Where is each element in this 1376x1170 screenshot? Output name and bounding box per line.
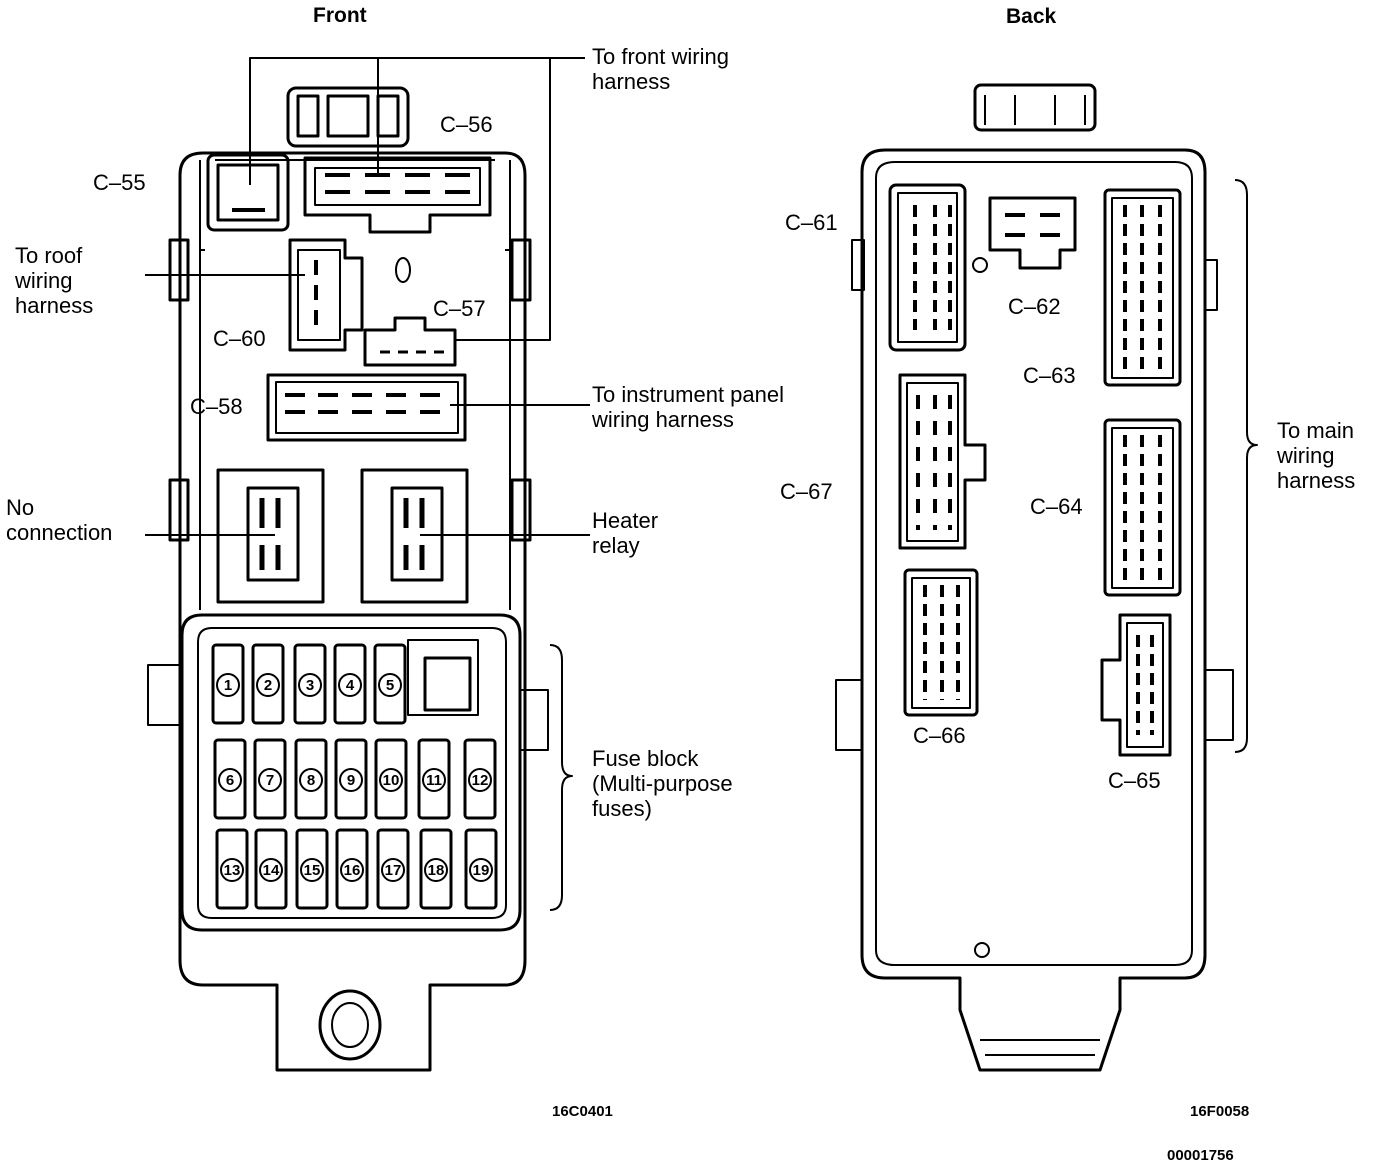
leader-lines (145, 57, 1258, 911)
label-c61: C–61 (785, 210, 838, 235)
callout-no-connection: No connection (6, 495, 113, 545)
fuse-1: 1 (211, 643, 245, 725)
fuse-number: 13 (224, 862, 241, 879)
back-housing (835, 83, 1234, 1072)
fuse-number: 19 (473, 862, 490, 879)
back-connector-c65 (1100, 613, 1172, 757)
front-housing (168, 86, 532, 1072)
fuse-15: 15 (295, 828, 329, 910)
label-c55: C–55 (93, 170, 146, 195)
fuse-8: 8 (294, 738, 328, 820)
fuse-number: 6 (226, 772, 234, 789)
fuse-10: 10 (374, 738, 408, 820)
fuse-19: 19 (464, 828, 498, 910)
front-code: 16C0401 (552, 1103, 613, 1120)
fuse-number: 5 (386, 677, 394, 694)
callout-front-harness: To front wiring harness (592, 44, 729, 94)
back-code: 16F0058 (1190, 1103, 1250, 1120)
fuse-number: 7 (266, 772, 274, 789)
label-c57: C–57 (433, 296, 486, 321)
callout-instrument-harness: To instrument panel wiring harness (592, 382, 784, 432)
fuse-7: 7 (253, 738, 287, 820)
fuse-4: 4 (333, 643, 367, 725)
back-connector-c61 (888, 183, 967, 352)
fuse-number: 4 (346, 677, 355, 694)
fuse-3: 3 (293, 643, 327, 725)
fuse-11: 11 (417, 738, 451, 820)
label-c62: C–62 (1008, 294, 1061, 319)
fuse-number: 9 (347, 772, 355, 789)
fuse-18: 18 (419, 828, 453, 910)
back-connector-c64 (1103, 418, 1182, 597)
front-connector-c55 (206, 153, 290, 232)
fuse-12: 12 (463, 738, 497, 820)
label-c65: C–65 (1108, 768, 1161, 793)
fuse-number: 2 (264, 677, 272, 694)
fuse-number: 12 (472, 772, 489, 789)
back-title: Back (1006, 5, 1057, 28)
front-title: Front (313, 4, 367, 27)
label-c66: C–66 (913, 723, 966, 748)
fuse-number: 11 (426, 772, 442, 789)
fuse-9: 9 (334, 738, 368, 820)
fuse-number: 3 (306, 677, 314, 694)
footer-code: 00001756 (1167, 1147, 1234, 1164)
fuse-number: 18 (428, 862, 445, 879)
label-c60: C–60 (213, 326, 266, 351)
label-c58: C–58 (190, 394, 243, 419)
fuse-2: 2 (251, 643, 285, 725)
front-connector-c56 (303, 156, 492, 234)
back-connector-c67 (898, 373, 987, 550)
back-connector-c62 (988, 196, 1077, 270)
label-c67: C–67 (780, 479, 833, 504)
fuse-14: 14 (254, 828, 288, 910)
fuse-16: 16 (335, 828, 369, 910)
label-c64: C–64 (1030, 494, 1083, 519)
fuse-number: 17 (385, 862, 402, 879)
front-connector-c60 (288, 238, 364, 352)
fuse-number: 16 (344, 862, 361, 879)
fuse-6: 6 (213, 738, 247, 820)
fuse-17: 17 (376, 828, 410, 910)
fuse-number: 14 (263, 862, 280, 879)
fuse-13: 13 (215, 828, 249, 910)
callout-fuse-block: Fuse block (Multi-purpose fuses) (592, 746, 733, 821)
fuse-5: 5 (373, 643, 407, 725)
fuse-number: 8 (307, 772, 315, 789)
callout-roof-harness: To roof wiring harness (15, 243, 94, 318)
fuse-number: 1 (224, 677, 232, 694)
back-connector-c63 (1103, 188, 1182, 387)
front-connector-c57 (363, 316, 457, 367)
back-connector-c66 (903, 568, 979, 717)
callout-main-harness: To main wiring harness (1277, 418, 1356, 493)
front-fuse-block (147, 613, 549, 932)
fuse-number: 15 (304, 862, 321, 879)
front-connector-c58 (266, 373, 467, 442)
callout-heater-relay: Heater relay (592, 508, 659, 558)
label-c56: C–56 (440, 112, 493, 137)
label-c63: C–63 (1023, 363, 1076, 388)
fuse-number: 10 (383, 772, 400, 789)
